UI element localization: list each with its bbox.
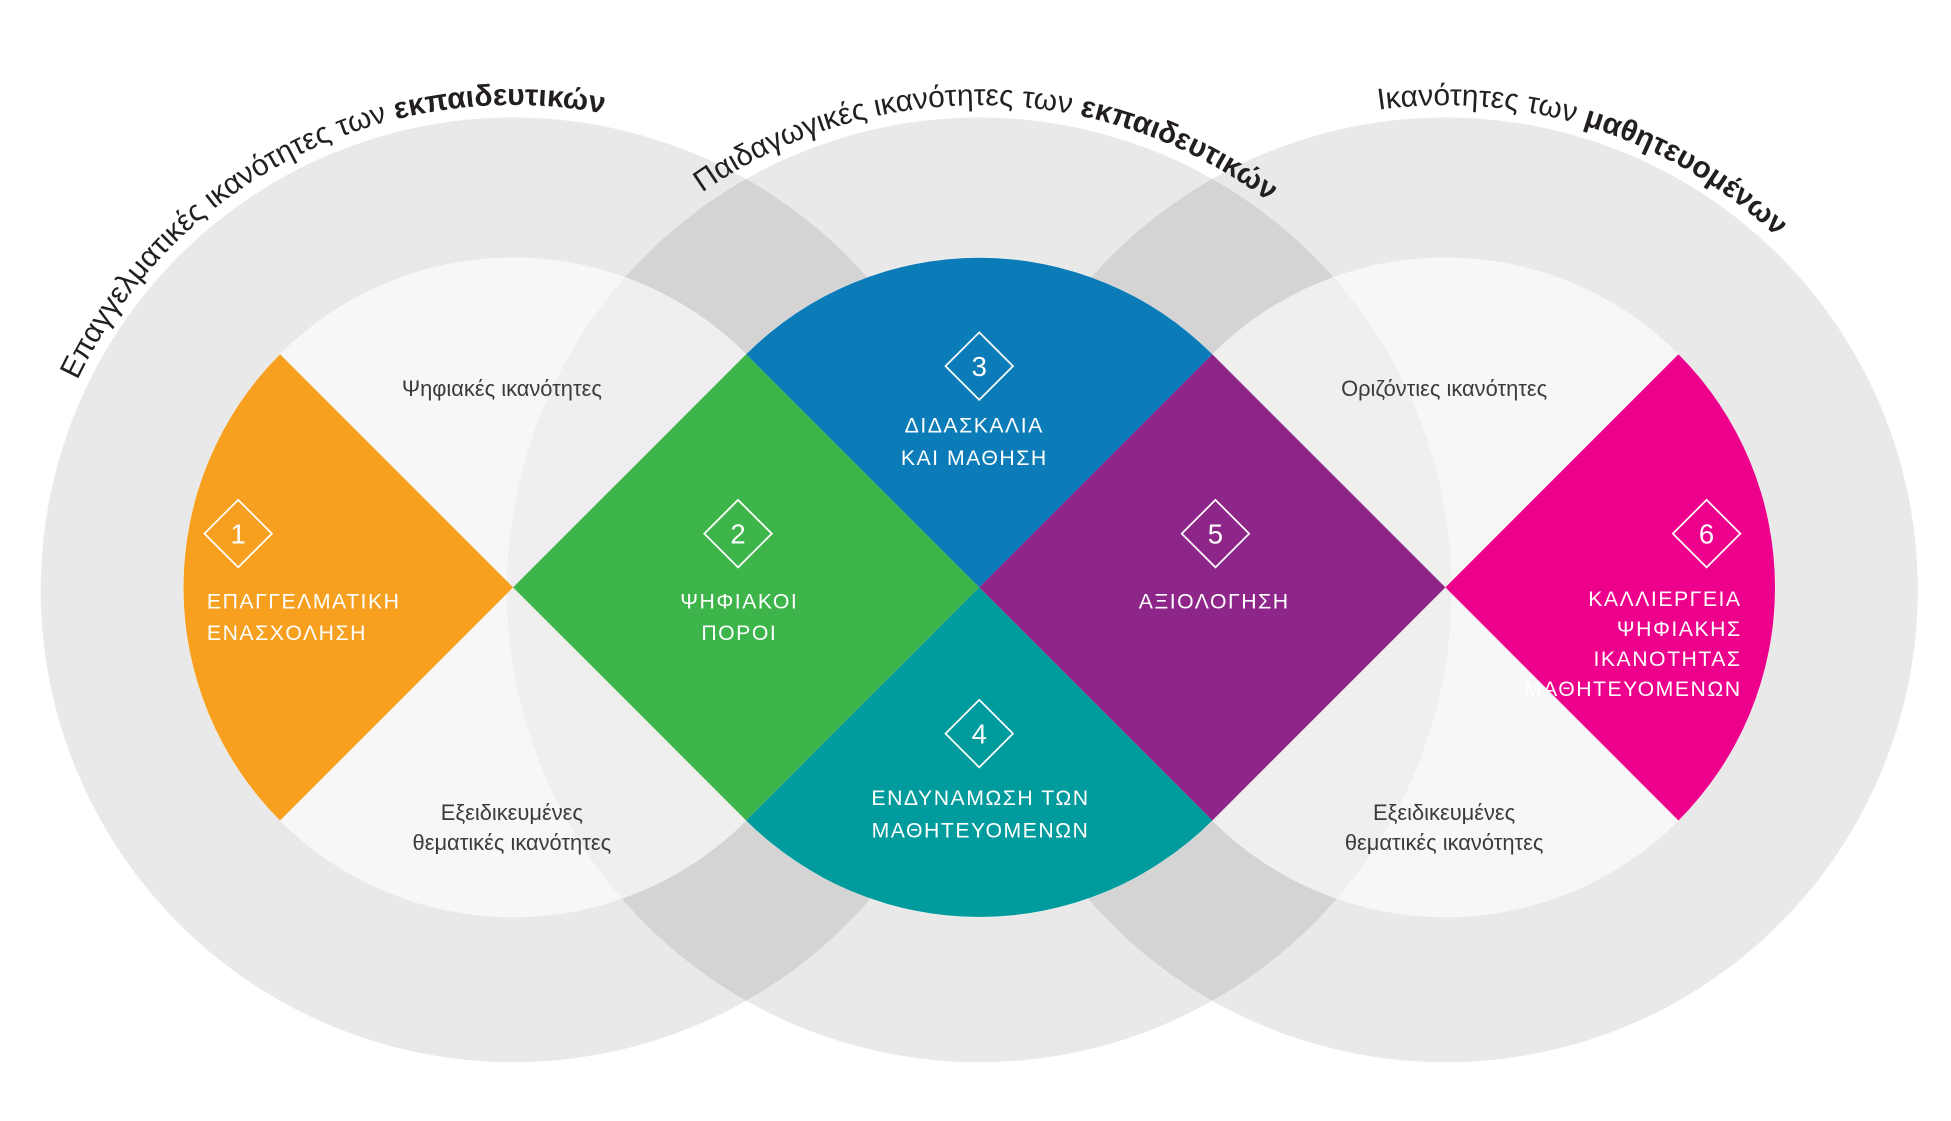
- area-1-label-line-1: ΕΠΑΓΓΕΛΜΑΤΙΚΗ: [207, 590, 401, 614]
- area-4: 4 ΕΝΔΥΝΑΜΩΣΗ ΤΩΝ ΜΑΘΗΤΕΥΟΜΕΝΩΝ: [871, 698, 1090, 842]
- area-4-number-badge: [944, 698, 1015, 769]
- competence-areas: [183, 257, 1776, 917]
- area-3: 3 ΔΙΔΑΣΚΑΛΙΑ ΚΑΙ ΜΑΘΗΣΗ: [901, 331, 1048, 470]
- area-2-label-line-1: ΨΗΦΙΑΚΟΙ: [680, 590, 798, 614]
- area-6-label-line-2: ΨΗΦΙΑΚΗΣ: [1617, 617, 1742, 641]
- area-6-label-line-1: ΚΑΛΛΙΕΡΓΕΙΑ: [1588, 587, 1741, 611]
- area-6-label-line-4: ΜΑΘΗΤΕΥΟΜΕΝΩΝ: [1524, 677, 1742, 701]
- area-5: 5 ΑΞΙΟΛΟΓΗΣΗ: [1139, 498, 1290, 614]
- area-3-number: 3: [972, 351, 987, 382]
- area-1-number: 1: [231, 519, 246, 550]
- area-5-shape: [979, 354, 1446, 821]
- area-4-number: 4: [972, 719, 987, 750]
- area-1: 1 ΕΠΑΓΓΕΛΜΑΤΙΚΗ ΕΝΑΣΧΟΛΗΣΗ: [203, 498, 401, 645]
- area-5-number-badge: [1180, 498, 1251, 569]
- area-3-shape: [746, 257, 1213, 588]
- area-3-number-badge: [944, 331, 1015, 402]
- area-4-shape: [746, 587, 1213, 917]
- zone-label-right-top: Οριζόντιες ικανότητες: [1341, 376, 1547, 401]
- area-6-number: 6: [1699, 519, 1714, 550]
- area-2: 2 ΨΗΦΙΑΚΟΙ ΠΟΡΟΙ: [680, 498, 798, 645]
- area-6-number-badge: [1671, 498, 1742, 569]
- area-6-label-line-3: ΙΚΑΝΟΤΗΤΑΣ: [1594, 647, 1742, 671]
- zone-label-right-bottom-line-1: Εξειδικευμένες: [1373, 800, 1515, 825]
- area-3-label-line-2: ΚΑΙ ΜΑΘΗΣΗ: [901, 446, 1048, 470]
- area-5-label-line-1: ΑΞΙΟΛΟΓΗΣΗ: [1139, 590, 1290, 614]
- zone-label-left-top: Ψηφιακές ικανότητες: [402, 376, 602, 401]
- area-2-number: 2: [730, 519, 745, 550]
- area-1-label-line-2: ΕΝΑΣΧΟΛΗΣΗ: [207, 621, 367, 645]
- area-1-number-badge: [203, 498, 274, 569]
- area-4-label-line-1: ΕΝΔΥΝΑΜΩΣΗ ΤΩΝ: [871, 786, 1089, 810]
- area-6: 6 ΚΑΛΛΙΕΡΓΕΙΑ ΨΗΦΙΑΚΗΣ ΙΚΑΝΟΤΗΤΑΣ ΜΑΘΗΤΕ…: [1524, 498, 1742, 701]
- area-2-number-badge: [703, 498, 774, 569]
- area-5-number: 5: [1208, 519, 1223, 550]
- area-6-shape: [1445, 354, 1776, 821]
- area-3-label-line-1: ΔΙΔΑΣΚΑΛΙΑ: [905, 413, 1044, 437]
- area-1-shape: [183, 354, 514, 821]
- zone-label-right-bottom-line-2: θεματικές ικανότητες: [1345, 830, 1544, 855]
- zone-label-left-bottom-line-1: Εξειδικευμένες: [441, 800, 583, 825]
- area-4-label-line-2: ΜΑΘΗΤΕΥΟΜΕΝΩΝ: [872, 818, 1090, 842]
- zone-label-left-bottom-line-2: θεματικές ικανότητες: [413, 830, 612, 855]
- area-2-label-line-2: ΠΟΡΟΙ: [701, 621, 777, 645]
